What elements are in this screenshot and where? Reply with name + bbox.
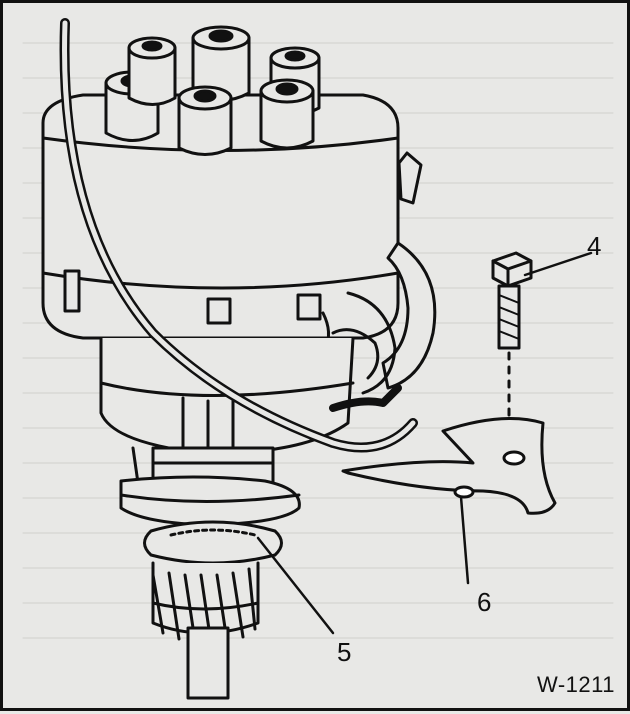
leader-4 bbox=[523, 251, 593, 277]
callout-6: 6 bbox=[477, 587, 492, 617]
leader-6 bbox=[459, 495, 470, 585]
tower-2 bbox=[127, 36, 177, 106]
cap-towers bbox=[104, 25, 321, 156]
leader-lines bbox=[256, 251, 593, 635]
cap-side-pin bbox=[397, 151, 423, 205]
callout-4: 4 bbox=[587, 231, 602, 261]
distributor-cap bbox=[41, 93, 400, 340]
figure-id: W-1211 bbox=[536, 672, 615, 697]
hold-down-plate bbox=[341, 417, 557, 515]
tower-6 bbox=[259, 78, 315, 150]
drive-shaft-and-gear bbox=[151, 561, 260, 700]
callout-5: 5 bbox=[337, 637, 352, 667]
distributor-illustration bbox=[22, 18, 614, 700]
mounting-flange bbox=[119, 475, 301, 527]
tower-5 bbox=[177, 85, 233, 156]
wiring-loom bbox=[59, 18, 418, 453]
leader-5 bbox=[256, 536, 335, 635]
vacuum-advance-unit bbox=[321, 241, 437, 395]
distributor-housing bbox=[99, 336, 355, 490]
bolt bbox=[491, 251, 533, 445]
o-ring bbox=[143, 520, 283, 565]
